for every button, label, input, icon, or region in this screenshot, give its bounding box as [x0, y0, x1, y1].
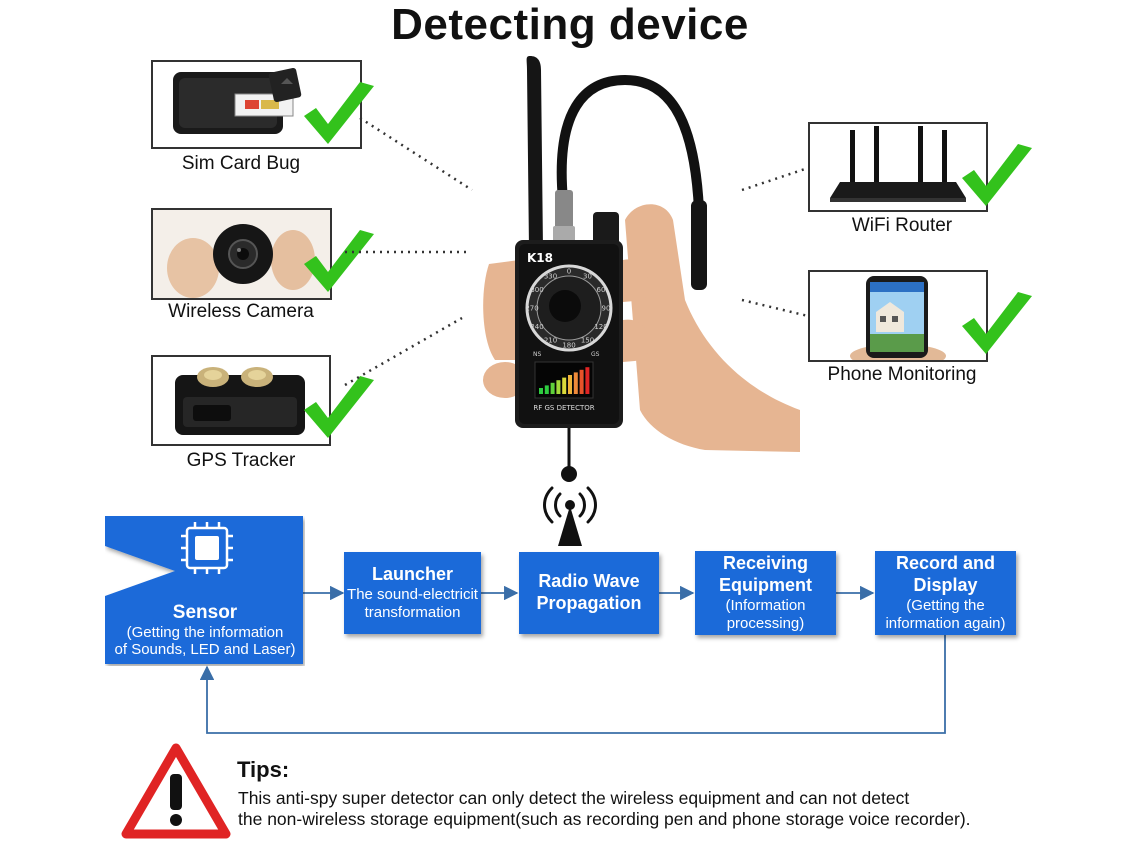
- sim-card-bug-icon: [173, 67, 302, 134]
- led-bar: [573, 372, 578, 394]
- led-bar: [544, 385, 549, 394]
- dial-tick: 150: [581, 337, 594, 345]
- receiving-sub-1: (Information: [725, 596, 806, 614]
- tips-line-2: the non-wireless storage equipment(such …: [238, 809, 971, 829]
- dial-tick: 180: [562, 342, 575, 350]
- led-bar: [585, 367, 590, 394]
- radio-title-2: Propagation: [536, 593, 642, 613]
- sensor-chip-icon: [181, 522, 233, 574]
- signal-led-bars: [539, 367, 590, 394]
- wireless-camera-icon: [153, 210, 330, 298]
- led-bar: [562, 377, 567, 394]
- led-bar: [556, 380, 561, 394]
- wifi-router-icon: [830, 126, 966, 202]
- dial-tick: 240: [530, 323, 543, 331]
- wireless-camera-photo: [151, 208, 332, 300]
- dotted-connectors: [344, 116, 809, 387]
- warning-triangle-icon: [121, 743, 231, 839]
- wireless-camera-label: Wireless Camera: [168, 301, 314, 322]
- check-icon: [962, 292, 1032, 354]
- dial-tick: 60: [597, 286, 606, 294]
- check-icon: [304, 376, 374, 438]
- sensor-title: Sensor: [172, 602, 238, 623]
- wifi-router-photo: [808, 122, 988, 212]
- dial-tick: 120: [594, 323, 607, 331]
- check-icon: [304, 230, 374, 292]
- tips-line-1: This anti-spy super detector can only de…: [238, 788, 910, 808]
- gps-tracker-label: GPS Tracker: [186, 450, 296, 471]
- launcher-box: Launcher The sound-electricit transforma…: [344, 552, 481, 634]
- connector-sim-card: [359, 116, 473, 192]
- check-icon: [304, 82, 374, 144]
- led-bar: [550, 382, 555, 394]
- page-title: Detecting device: [391, 0, 749, 49]
- gps-tracker-icon: [175, 367, 305, 435]
- indicator-ns: NS: [533, 351, 541, 358]
- dial-tick: 270: [525, 305, 538, 313]
- sensor-sub-2: of Sounds, LED and Laser): [114, 641, 296, 659]
- launcher-sub-2: transformation: [364, 603, 461, 621]
- led-bar: [539, 388, 543, 394]
- led-bar: [568, 375, 572, 394]
- sim-card-bug-label: Sim Card Bug: [181, 153, 301, 174]
- record-sub-2: information again): [885, 614, 1006, 632]
- sensor-box: Sensor (Getting the information of Sound…: [105, 602, 305, 658]
- record-title-2: Display: [913, 575, 978, 595]
- device-model: K18: [527, 251, 553, 265]
- dial-tick: 0: [567, 268, 571, 276]
- dial-tick: 300: [530, 286, 543, 294]
- phone-monitoring-icon: [850, 276, 946, 360]
- launcher-title: Launcher: [371, 564, 454, 585]
- led-bar: [579, 369, 584, 394]
- receiving-title-1: Receiving: [722, 553, 809, 574]
- sensor-sub-1: (Getting the information: [126, 623, 284, 641]
- connector-phone: [741, 298, 809, 318]
- tips-heading: Tips:: [237, 757, 290, 782]
- receiving-title-2: Equipment: [719, 575, 812, 595]
- record-box: Record and Display (Getting the informat…: [875, 551, 1016, 635]
- check-icon: [962, 144, 1032, 206]
- receiving-sub-2: processing): [726, 614, 805, 632]
- receiving-box: Receiving Equipment (Information process…: [695, 551, 836, 635]
- dial-tick: 330: [544, 273, 557, 281]
- dial-tick: 30: [583, 273, 592, 281]
- phone-monitoring-label: Phone Monitoring: [827, 364, 977, 385]
- connector-gps: [344, 316, 463, 387]
- device-panel-label: RF GS DETECTOR: [533, 404, 594, 412]
- record-title-1: Record and: [895, 553, 996, 574]
- indicator-gs: GS: [591, 351, 600, 358]
- connector-router: [741, 166, 809, 192]
- dial-tick: 210: [544, 337, 557, 345]
- sensor-box-shape: [105, 516, 303, 664]
- sim-card-bug-photo: [151, 60, 362, 149]
- radio-title-1: Radio Wave: [538, 571, 640, 592]
- dial-tick: 90: [602, 305, 611, 313]
- record-sub-1: (Getting the: [906, 596, 985, 614]
- wifi-router-label: WiFi Router: [851, 215, 953, 236]
- phone-monitoring-photo: [808, 270, 988, 362]
- feedback-loop-arrow: [199, 635, 946, 734]
- launcher-sub-1: The sound-electricit: [347, 585, 478, 603]
- gps-tracker-photo: [151, 355, 331, 446]
- broadcast-antenna-icon: [543, 486, 597, 546]
- radio-wave-box: Radio Wave Propagation: [519, 552, 659, 634]
